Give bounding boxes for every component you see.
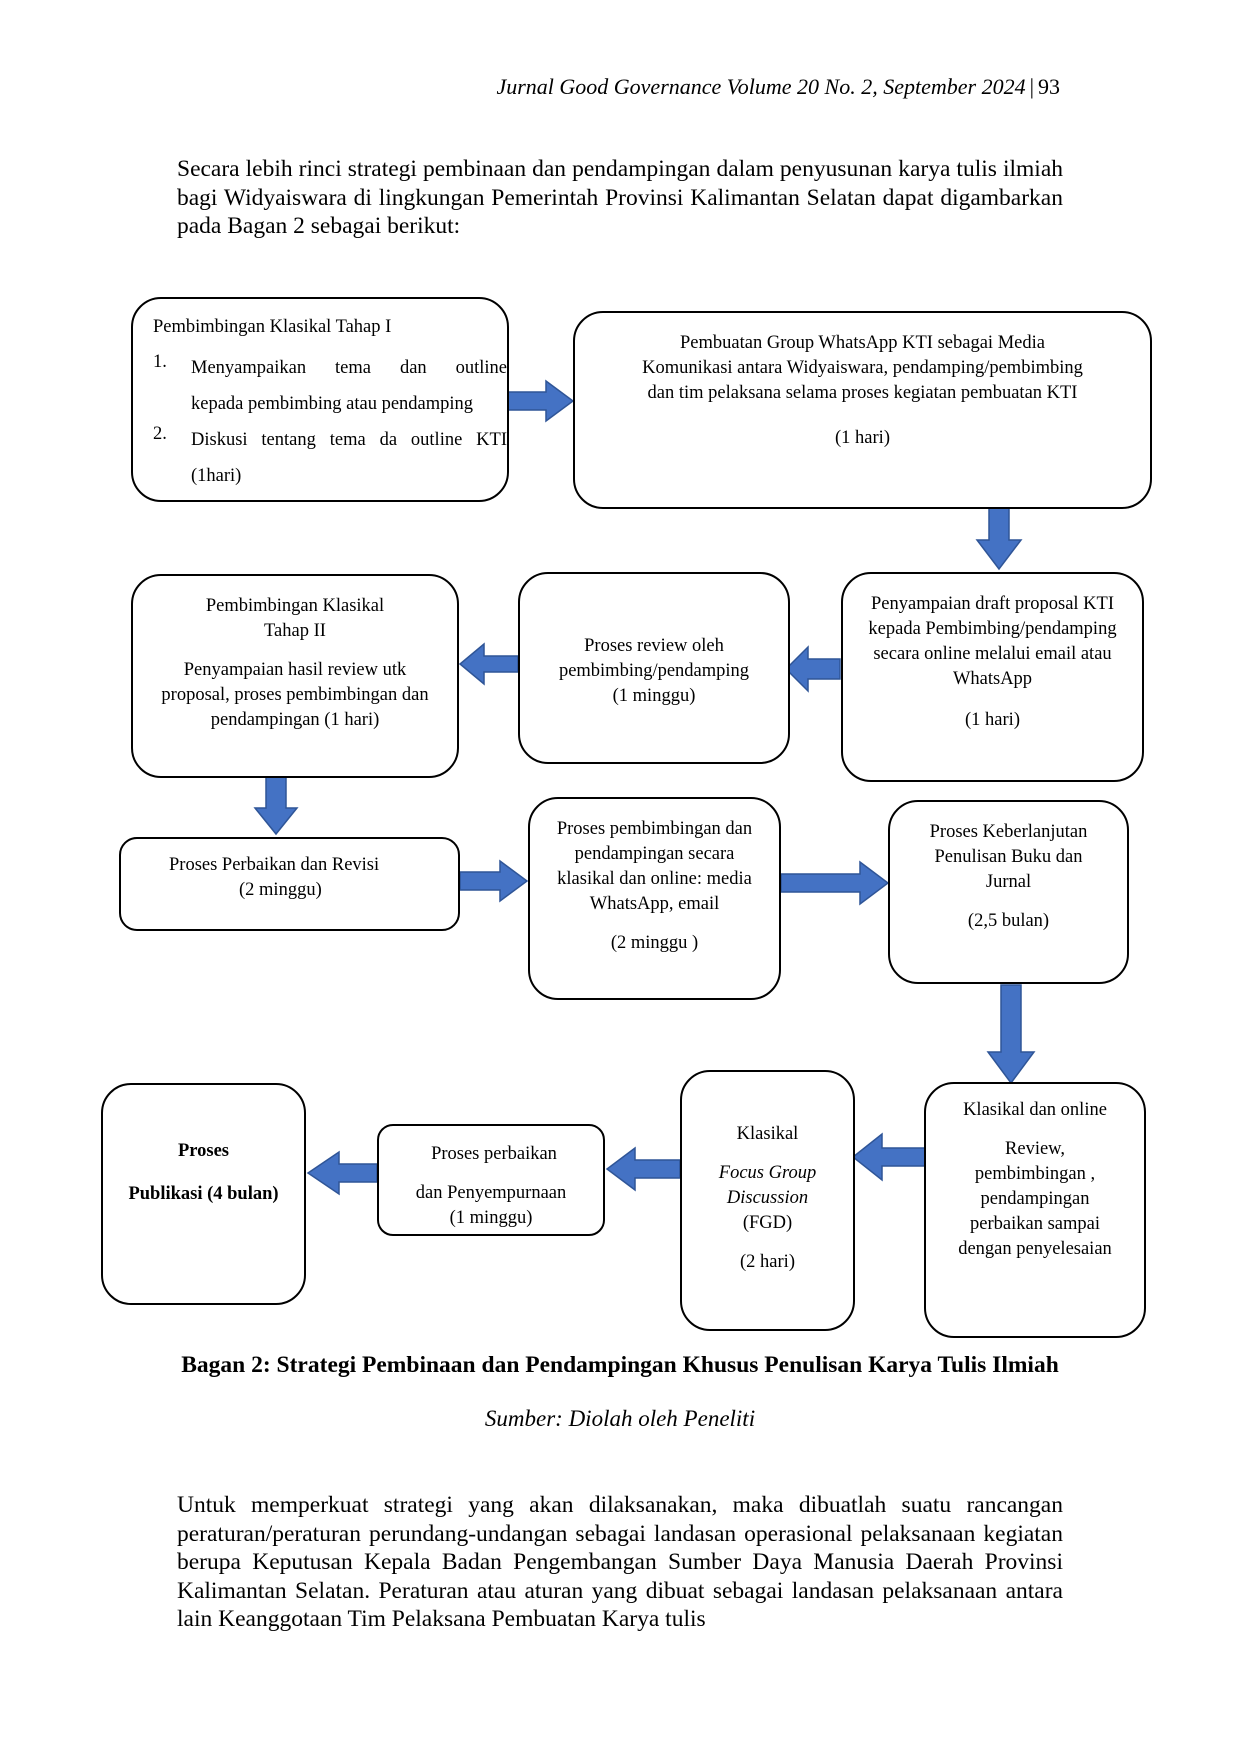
header-separator: | (1029, 74, 1034, 99)
box-klasikal-online: Klasikal dan online Review, pembimbingan… (924, 1082, 1146, 1338)
intro-paragraph: Secara lebih rinci strategi pembinaan da… (177, 156, 1063, 240)
box8-duration: (2,5 bulan) (967, 911, 1050, 931)
box7-text: Proses pembimbingan dan pendampingan sec… (556, 819, 753, 914)
arrow-left-11-12 (306, 1150, 378, 1196)
box2-duration: (1 hari) (835, 428, 890, 448)
box-keberlanjutan: Proses Keberlanjutan Penulisan Buku dan … (888, 800, 1129, 984)
box9-title: Klasikal dan online (963, 1100, 1107, 1120)
arrow-right-6-7 (459, 859, 529, 903)
box1-title: Pembimbingan Klasikal Tahap I (153, 317, 392, 337)
box1-item-2: 2. Diskusi tentang tema da outline KTI (… (153, 422, 507, 494)
arrow-left-9-10 (851, 1132, 928, 1182)
journal-title: Jurnal Good Governance Volume 20 No. 2, … (496, 74, 1026, 99)
box3-duration: (1 hari) (965, 710, 1020, 730)
box11-duration: (1 minggu) (449, 1208, 533, 1228)
box-penyempurnaan: Proses perbaikan dan Penyempurnaan (1 mi… (377, 1124, 605, 1236)
box10-italic-line-1: Focus Group (718, 1163, 817, 1183)
figure-caption: Bagan 2: Strategi Pembinaan dan Pendampi… (181, 1352, 1059, 1378)
box10-title: Klasikal (736, 1124, 799, 1144)
box-publikasi: Proses Publikasi (4 bulan) (101, 1083, 306, 1305)
page-number: 93 (1038, 74, 1060, 99)
running-header: Jurnal Good Governance Volume 20 No. 2, … (496, 74, 1060, 100)
box1-item-1-number: 1. (153, 352, 167, 372)
box-klasikal-tahap-2: Pembimbingan Klasikal Tahap II Penyampai… (131, 574, 459, 778)
box11-line-1: Proses perbaikan (431, 1144, 557, 1164)
box6-duration: (2 minggu) (239, 880, 322, 900)
figure-source: Sumber: Diolah oleh Peneliti (484, 1406, 756, 1431)
box7-duration: (2 minggu ) (610, 933, 699, 953)
arrow-right-7-8 (780, 860, 890, 906)
box-perbaikan-revisi: Proses Perbaikan dan Revisi (2 minggu) (119, 837, 460, 931)
box-draft-proposal: Penyampaian draft proposal KTI kepada Pe… (841, 572, 1144, 782)
box9-text: Review, pembimbingan , pendampingan perb… (958, 1139, 1112, 1259)
box4-text: Proses review oleh pembimbing/pendamping (558, 636, 750, 681)
box10-italic-line-2: Discussion (726, 1188, 809, 1208)
box2-text: Pembuatan Group WhatsApp KTI sebagai Med… (642, 333, 1083, 403)
box1-item-1-line-2: kepada pembimbing atau pendamping (191, 394, 474, 414)
box8-text: Proses Keberlanjutan Penulisan Buku dan … (929, 822, 1088, 892)
arrow-down-8-9 (986, 984, 1036, 1085)
box12-line-1: Proses (177, 1141, 230, 1161)
box1-item-2-number: 2. (153, 424, 167, 444)
arrow-down-5-6 (253, 769, 299, 836)
box12-line-2: Publikasi (4 bulan) (128, 1184, 279, 1204)
box-group-whatsapp: Pembuatan Group WhatsApp KTI sebagai Med… (573, 311, 1152, 509)
box1-item-2-text: Diskusi tentang tema da outline KTI (191, 430, 507, 450)
arrow-left-10-11 (605, 1146, 681, 1192)
arrow-left-3-4 (784, 645, 841, 693)
box-proses-review: Proses review oleh pembimbing/pendamping… (518, 572, 790, 764)
box11-line-2: dan Penyempurnaan (415, 1183, 567, 1203)
box1-duration: (1hari) (191, 466, 242, 486)
box1-item-1-line-1: Menyampaikan tema dan outline (191, 358, 507, 378)
arrow-left-4-5 (458, 642, 519, 686)
box5-text: Penyampaian hasil review utk proposal, p… (161, 660, 429, 730)
arrow-down-2-3 (975, 500, 1023, 571)
box10-abbr: (FGD) (742, 1213, 793, 1233)
closing-paragraph: Untuk memperkuat strategi yang akan dila… (177, 1492, 1063, 1633)
box-fgd: Klasikal Focus Group Discussion (FGD) (2… (680, 1070, 855, 1331)
box6-text: Proses Perbaikan dan Revisi (169, 855, 380, 875)
box10-duration: (2 hari) (740, 1252, 795, 1272)
arrow-right-1-2 (507, 379, 575, 423)
box-pembimbingan-online: Proses pembimbingan dan pendampingan sec… (528, 797, 781, 1000)
box5-title: Pembimbingan Klasikal Tahap II (205, 596, 385, 641)
box3-text: Penyampaian draft proposal KTI kepada Pe… (868, 594, 1117, 689)
box1-item-1: 1. Menyampaikan tema dan outline kepada … (153, 350, 507, 422)
box-klasikal-tahap-1: Pembimbingan Klasikal Tahap I 1. Menyamp… (131, 297, 509, 502)
box4-duration: (1 minggu) (612, 686, 696, 706)
